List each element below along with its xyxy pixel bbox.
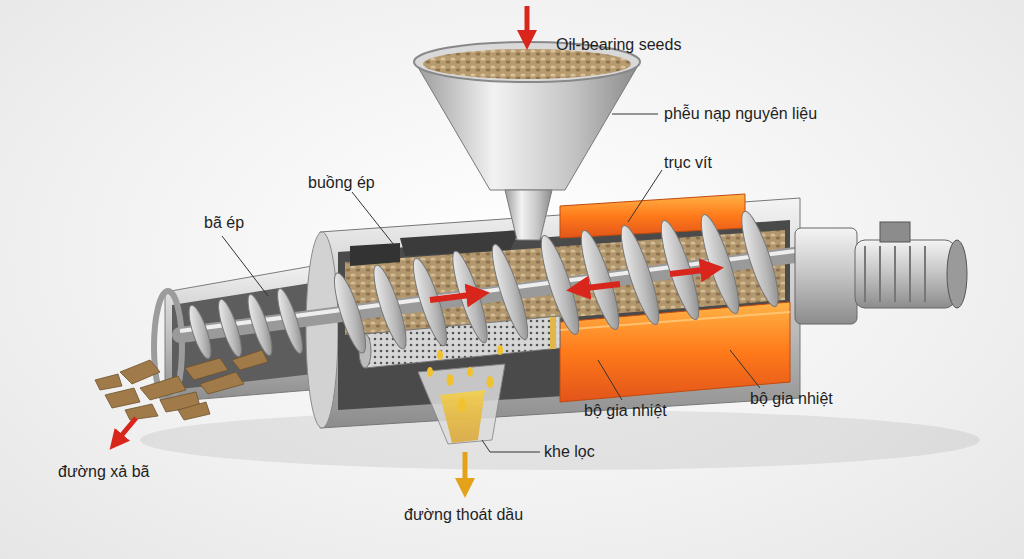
motor-fin <box>894 246 896 302</box>
flow-arrow <box>430 294 478 300</box>
part-label: trục vít <box>664 154 712 172</box>
screw-flight <box>185 303 216 361</box>
oil-arrow <box>463 452 468 488</box>
cake-flake <box>200 372 244 394</box>
leader-line <box>612 114 658 115</box>
floor-shadow <box>140 410 980 470</box>
part-label: buồng ép <box>308 174 375 192</box>
motor-fin <box>909 246 911 302</box>
cake-flake <box>95 374 122 390</box>
discharge-arrow <box>116 418 136 442</box>
oil-tray <box>418 364 505 444</box>
hopper-neck <box>505 190 552 240</box>
screw-flight <box>368 262 412 351</box>
gearbox <box>795 228 857 324</box>
flow-arrow <box>670 269 712 274</box>
heater-highlight <box>560 312 790 330</box>
oil-drop <box>467 367 473 377</box>
cake-flake <box>105 388 140 408</box>
screw-flight <box>735 208 785 309</box>
part-label: bộ gia nhiệt <box>750 390 833 408</box>
oil-drop <box>497 345 503 355</box>
cage-ring <box>550 317 556 349</box>
leader-lines <box>222 114 760 452</box>
oil-drop <box>427 367 433 377</box>
flow-arrow <box>578 284 620 289</box>
screw-shaft <box>180 208 795 360</box>
screw-flight <box>328 270 371 355</box>
oil-drop <box>487 376 494 388</box>
oil-stream <box>440 390 485 443</box>
screw-flight <box>214 297 246 358</box>
housing-flange <box>306 232 338 428</box>
output-label: đường thoát dầu <box>404 506 523 524</box>
cake-flake <box>125 404 158 420</box>
oil-drop <box>447 374 454 386</box>
input-label: Oil-bearing seeds <box>556 36 681 54</box>
motor-fin <box>924 246 926 302</box>
feed-arrow <box>525 6 530 40</box>
motor-fin <box>864 246 866 302</box>
hopper-seeds <box>423 49 631 79</box>
screw-flight <box>614 222 665 327</box>
part-label: bộ gia nhiệt <box>584 402 667 420</box>
leader-line <box>482 440 540 452</box>
screw-flight <box>273 287 307 356</box>
leader-line <box>628 170 662 222</box>
screw-flight <box>534 232 585 337</box>
screw-flight <box>486 242 534 343</box>
screw-flight <box>243 292 276 357</box>
shaft-highlight <box>180 251 795 331</box>
part-label: phễu nạp nguyên liệu <box>664 105 817 123</box>
feed-hopper <box>414 42 640 240</box>
leader-line <box>730 350 760 388</box>
motor-fin <box>879 246 881 302</box>
motor-end <box>947 240 967 308</box>
terminal-box <box>880 222 910 242</box>
drive-motor <box>795 222 967 324</box>
motor-body <box>855 240 955 308</box>
screw-flight <box>574 227 625 332</box>
oil-outlet <box>418 345 505 444</box>
part-label: bã ép <box>204 214 244 232</box>
cake-flake <box>120 360 160 384</box>
heater-band <box>560 302 790 402</box>
leader-line <box>598 360 622 400</box>
leader-line <box>352 192 398 250</box>
screw-flight <box>407 255 453 348</box>
oil-drop <box>437 350 443 360</box>
part-label: khe lọc <box>544 443 595 461</box>
cake-flake <box>178 402 210 420</box>
cake-flake <box>232 350 268 370</box>
output-label: đường xả bã <box>58 463 149 481</box>
chamber-liner <box>350 243 400 266</box>
leader-line <box>222 236 268 296</box>
screw-flight <box>694 211 745 316</box>
oil-drop <box>458 398 466 412</box>
shaft <box>180 255 795 335</box>
pressed-cake <box>95 350 268 420</box>
